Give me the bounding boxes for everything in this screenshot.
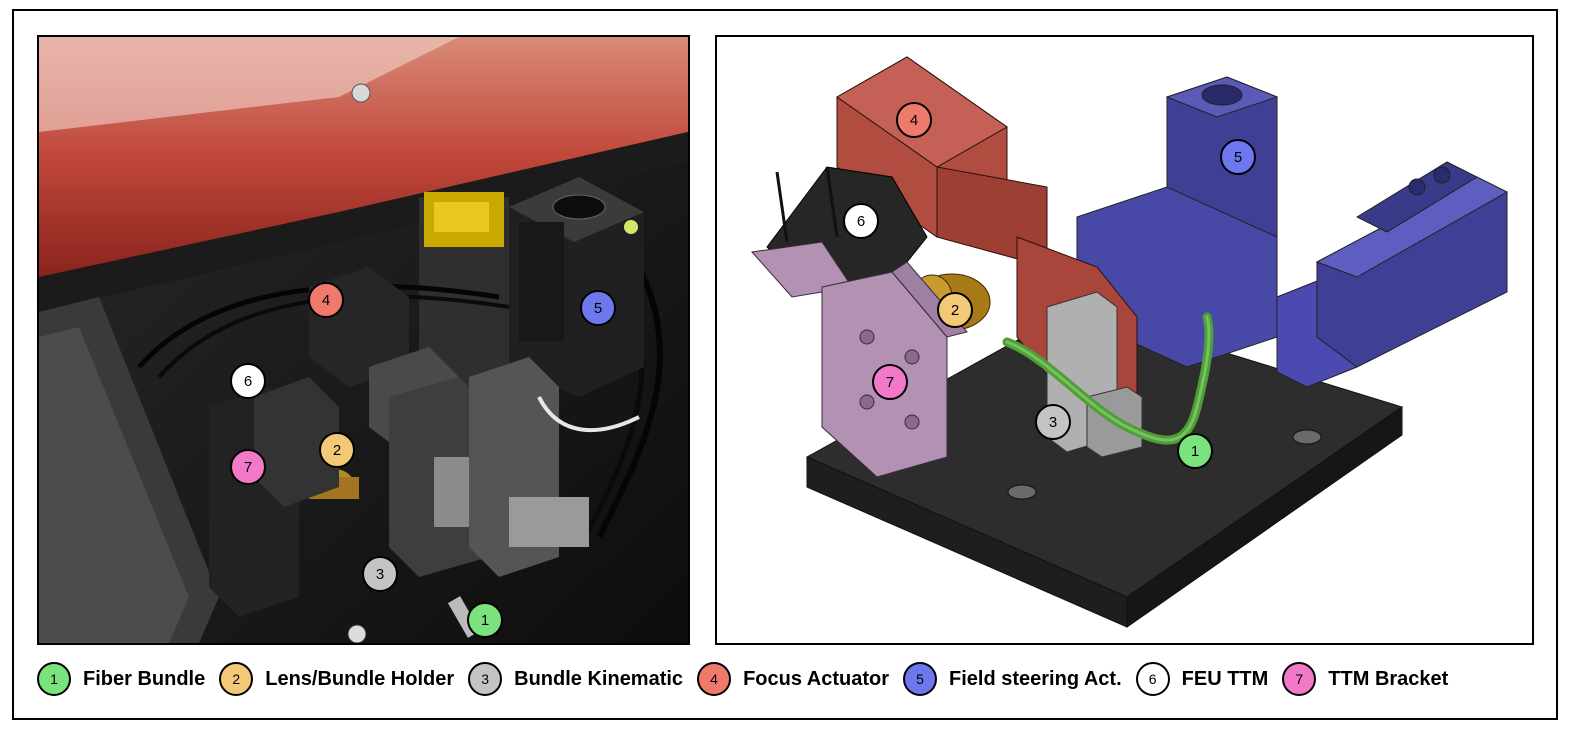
legend-badge: 3 — [468, 662, 503, 696]
legend-label: Field steering Act. — [949, 667, 1122, 690]
photo-panel: 1 2 3 4 5 6 7 — [37, 35, 690, 645]
render-badge-3: 3 — [1035, 404, 1071, 440]
photo-badge-3: 3 — [362, 556, 398, 592]
photo-illustration — [39, 37, 688, 643]
photo-badge-7: 7 — [230, 449, 266, 485]
render-badge-2: 2 — [937, 292, 973, 328]
photo-badge-2: 2 — [319, 432, 355, 468]
legend: 1 Fiber Bundle 2 Lens/Bundle Holder 3 Bu… — [37, 660, 1537, 698]
render-panel: 1 2 3 4 5 6 7 — [715, 35, 1534, 645]
legend-item-feu-ttm: 6 FEU TTM — [1135, 662, 1269, 696]
legend-item-ttm-bracket: 7 TTM Bracket — [1282, 662, 1448, 696]
render-badge-7: 7 — [872, 364, 908, 400]
legend-label: FEU TTM — [1181, 667, 1269, 690]
legend-badge: 2 — [219, 662, 254, 696]
legend-badge: 4 — [697, 662, 732, 696]
photo-badge-4: 4 — [308, 282, 344, 318]
legend-item-bundle-kinematic: 3 Bundle Kinematic — [468, 662, 683, 696]
legend-label: Fiber Bundle — [83, 667, 206, 690]
photo-badge-5: 5 — [580, 290, 616, 326]
legend-item-focus-actuator: 4 Focus Actuator — [697, 662, 889, 696]
cad-illustration — [751, 56, 1509, 628]
legend-item-lens-bundle-holder: 2 Lens/Bundle Holder — [219, 662, 454, 696]
render-badge-4: 4 — [896, 102, 932, 138]
legend-badge: 5 — [903, 662, 937, 696]
legend-badge: 7 — [1282, 662, 1317, 696]
photo-badge-1: 1 — [467, 602, 503, 638]
render-badge-1: 1 — [1177, 433, 1213, 469]
legend-label: Bundle Kinematic — [514, 667, 684, 690]
legend-label: Lens/Bundle Holder — [265, 667, 455, 690]
render-badge-5: 5 — [1220, 139, 1256, 175]
render-badge-6: 6 — [843, 203, 879, 239]
legend-label: TTM Bracket — [1328, 667, 1449, 690]
legend-badge: 1 — [37, 662, 71, 696]
photo-badge-6: 6 — [230, 363, 266, 399]
legend-item-field-steering: 5 Field steering Act. — [903, 662, 1122, 696]
legend-item-fiber-bundle: 1 Fiber Bundle — [37, 662, 205, 696]
legend-badge: 6 — [1135, 662, 1170, 696]
legend-label: Focus Actuator — [743, 667, 889, 690]
